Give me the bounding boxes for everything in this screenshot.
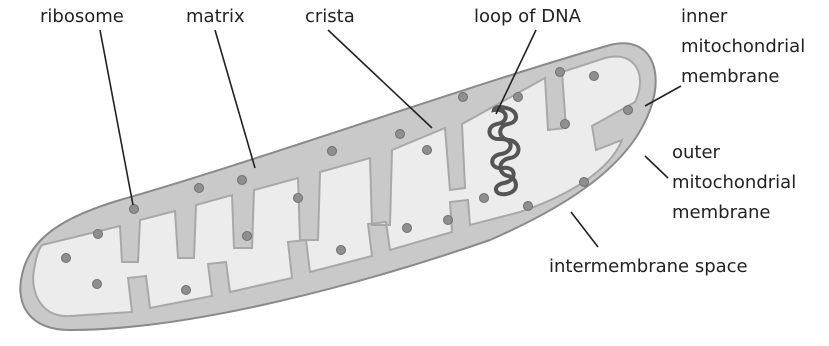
label-outer-membrane-line-1: outer <box>672 142 721 163</box>
ribosome-dot <box>243 232 252 241</box>
ribosome-dot <box>423 146 432 155</box>
leader-intermembrane-space <box>571 212 598 247</box>
ribosome-dot <box>294 194 303 203</box>
leader-outer-membrane <box>645 156 668 178</box>
label-inner-membrane-line-3: membrane <box>681 66 779 87</box>
ribosome-dot <box>328 147 337 156</box>
label-intermembrane-space: intermembrane space <box>549 256 748 277</box>
ribosome-dot <box>556 68 565 77</box>
ribosome-dot <box>93 280 102 289</box>
ribosome-dot <box>514 93 523 102</box>
ribosome-dot <box>480 194 489 203</box>
ribosome-dot <box>182 286 191 295</box>
ribosome-dot <box>524 202 533 211</box>
ribosome-dot <box>396 130 405 139</box>
leader-ribosome <box>100 30 133 205</box>
leader-matrix <box>215 30 255 168</box>
ribosome-dot <box>130 205 139 214</box>
ribosome-dot <box>459 93 468 102</box>
ribosome-dot <box>624 106 633 115</box>
ribosome-dot <box>561 120 570 129</box>
label-inner-membrane-line-2: mitochondrial <box>681 36 805 57</box>
ribosome-dot <box>195 184 204 193</box>
ribosome-dot <box>590 72 599 81</box>
label-ribosome: ribosome <box>40 6 124 27</box>
ribosome-dot <box>94 230 103 239</box>
label-loop-of-dna: loop of DNA <box>474 6 582 27</box>
label-matrix: matrix <box>186 6 245 27</box>
label-outer-membrane-line-3: membrane <box>672 202 770 223</box>
ribosome-dot <box>580 178 589 187</box>
ribosome-dot <box>444 216 453 225</box>
ribosome-dot <box>62 254 71 263</box>
ribosome-dot <box>238 176 247 185</box>
label-crista: crista <box>305 6 355 27</box>
label-outer-membrane-line-2: mitochondrial <box>672 172 796 193</box>
ribosome-dot <box>337 246 346 255</box>
label-inner-membrane-line-1: inner <box>681 6 728 27</box>
ribosome-dot <box>403 224 412 233</box>
leader-crista <box>328 30 432 128</box>
